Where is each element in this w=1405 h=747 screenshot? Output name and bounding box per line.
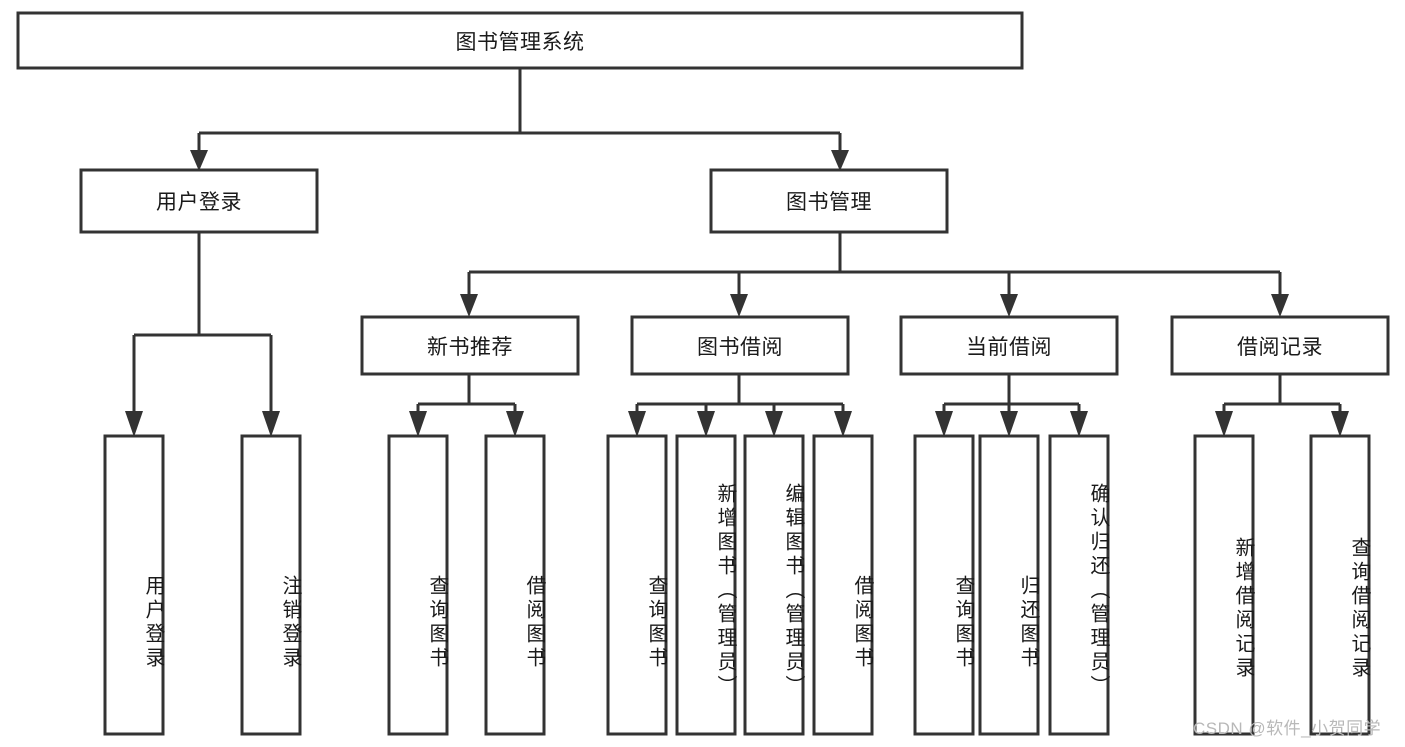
connector-group-user-login-to-leaves — [125, 232, 280, 437]
connector-group-new-book-recommend-to-leaves — [409, 374, 524, 437]
arrow-head-user-login — [190, 150, 208, 171]
box-leaf-query-book-1[interactable] — [387, 434, 449, 736]
box-book-management[interactable] — [709, 168, 949, 234]
arrow-head-leaf-add-book-admin — [697, 411, 715, 437]
connector-group-current-borrow-to-leaves — [935, 374, 1088, 437]
box-new-book-recommend[interactable] — [360, 315, 580, 376]
box-leaf-confirm-return-admin[interactable] — [1048, 434, 1110, 736]
arrow-head-leaf-query-book-2 — [628, 411, 646, 437]
arrow-head-leaf-query-book-3 — [935, 411, 953, 437]
arrow-head-leaf-edit-book-admin — [765, 411, 783, 437]
arrow-head-leaf-user-logout — [262, 411, 280, 437]
box-leaf-query-book-3[interactable] — [913, 434, 975, 736]
arrow-head-leaf-confirm-return-admin — [1070, 411, 1088, 437]
connector-group-borrow-record-to-leaves — [1215, 374, 1349, 437]
box-leaf-user-logout[interactable] — [240, 434, 302, 736]
box-leaf-query-borrow-record[interactable] — [1309, 434, 1371, 736]
arrow-head-leaf-borrow-book-1 — [506, 411, 524, 437]
box-borrow-record[interactable] — [1170, 315, 1390, 376]
arrow-head-leaf-return-book — [1000, 411, 1018, 437]
box-leaf-edit-book-admin[interactable] — [743, 434, 805, 736]
box-leaf-borrow-book-1[interactable] — [484, 434, 546, 736]
box-leaf-return-book[interactable] — [978, 434, 1040, 736]
arrow-head-current-borrow — [1000, 294, 1018, 317]
arrow-head-leaf-query-borrow-record — [1331, 411, 1349, 437]
box-user-login[interactable] — [79, 168, 319, 234]
box-leaf-add-borrow-record[interactable] — [1193, 434, 1255, 736]
box-leaf-add-book-admin[interactable] — [675, 434, 737, 736]
box-book-borrow[interactable] — [630, 315, 850, 376]
csdn-watermark: CSDN @软件_小贺同学 — [1193, 719, 1382, 738]
arrow-head-book-management — [831, 150, 849, 171]
box-current-borrow[interactable] — [899, 315, 1119, 376]
box-leaf-user-login[interactable] — [103, 434, 165, 736]
arrow-head-leaf-borrow-book-2 — [834, 411, 852, 437]
connector-group-book-management-to-level2 — [460, 232, 1289, 317]
box-leaf-query-book-2[interactable] — [606, 434, 668, 736]
arrow-head-new-book-recommend — [460, 294, 478, 317]
arrow-head-leaf-user-login — [125, 411, 143, 437]
box-root[interactable] — [16, 11, 1024, 70]
box-leaf-borrow-book-2[interactable] — [812, 434, 874, 736]
arrow-head-borrow-record — [1271, 294, 1289, 317]
arrow-head-leaf-query-book-1 — [409, 411, 427, 437]
arrow-head-book-borrow — [730, 294, 748, 317]
connector-group-book-borrow-to-leaves — [628, 374, 852, 437]
connector-group-root-to-level1 — [190, 68, 849, 171]
arrow-head-leaf-add-borrow-record — [1215, 411, 1233, 437]
